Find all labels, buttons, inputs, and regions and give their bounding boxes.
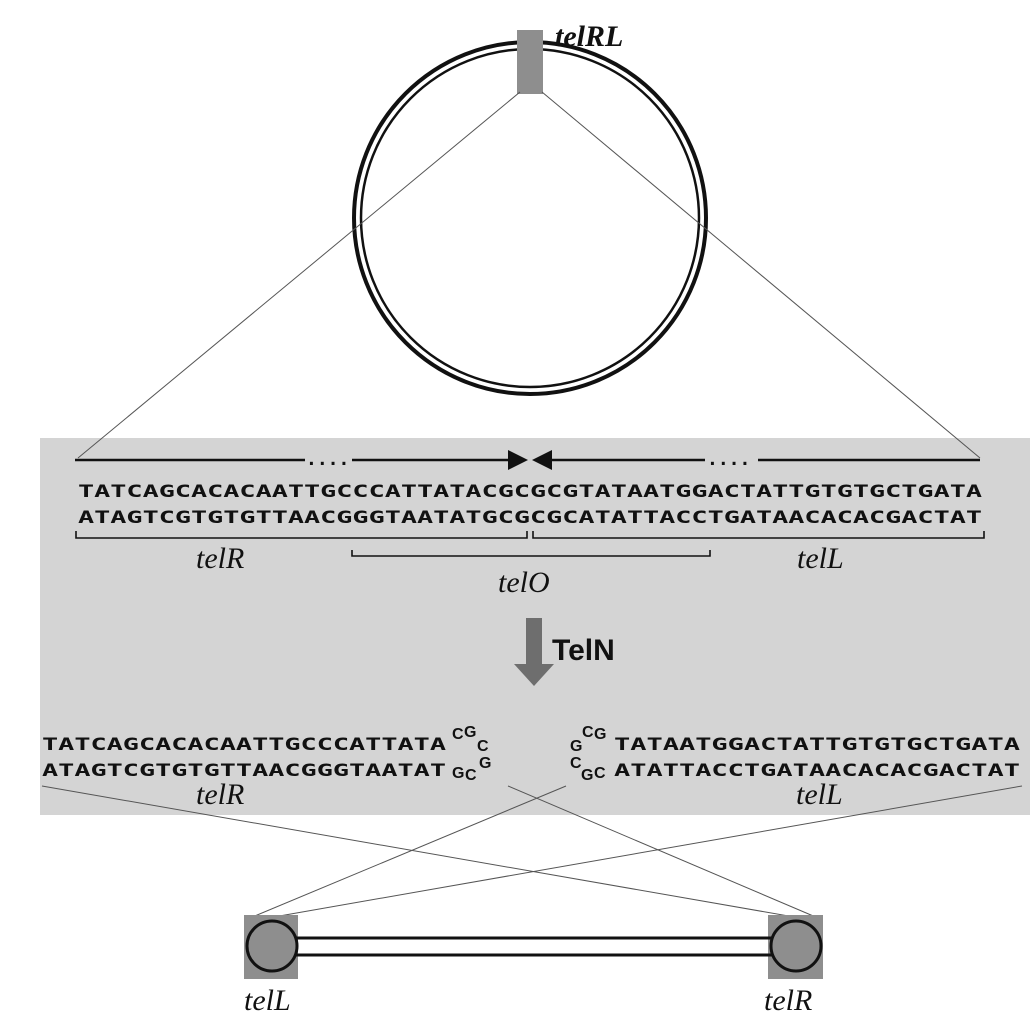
right-hairpin-6: C (594, 765, 606, 782)
left-hairpin-1: C (452, 726, 464, 743)
top-strand: TATCAGCACACAATTGCCCATTATACGCGCGTATAATGGA… (78, 482, 982, 501)
telRL-label: telRL (555, 20, 623, 53)
left-hairpin-4: G (479, 755, 491, 772)
product-telL-label: telL (796, 778, 843, 811)
right-hairpin-4: C (570, 755, 582, 772)
telL-bracket (532, 531, 985, 539)
left-product-bottom: ATAGTCGTGTGTTAACGGGTAATAT (42, 761, 446, 780)
right-hairpin-2: G (594, 726, 606, 743)
plasmid-inner-ring (359, 47, 701, 389)
zoom-line-right (541, 91, 981, 459)
telR-label: telR (196, 542, 244, 575)
telRL-site-block (517, 30, 543, 94)
left-hairpin-6: C (465, 767, 477, 784)
right-product-bottom: ATATTACCTGATAACACACGACTAT (614, 761, 1020, 780)
bottom-strand: ATAGTCGTGTGTTAACGGGTAATATGCGCGCATATTACCT… (78, 508, 982, 527)
reaction-arrow-shaft (526, 618, 542, 666)
right-product-top: TATAATGGACTATTGTGTGCTGATA (614, 735, 1020, 754)
left-product-top: TATCAGCACACAATTGCCCATTATA (42, 735, 446, 754)
telR-hairpin-end (769, 919, 823, 973)
right-hairpin-1: C (582, 724, 594, 741)
repeat-dots-left: .... (306, 449, 349, 470)
right-hairpin-3: G (570, 738, 582, 755)
plasmid-outer-ring (352, 40, 708, 396)
telO-bracket (351, 550, 711, 557)
reaction-arrow-head (514, 664, 554, 686)
linear-telL-label: telL (244, 984, 291, 1017)
map-line-telR-right (507, 785, 819, 919)
left-hairpin-3: C (477, 738, 489, 755)
map-line-telL-right (267, 785, 1023, 919)
repeat-dots-right: .... (707, 449, 750, 470)
telR-bracket (75, 531, 528, 539)
left-hairpin-5: G (452, 765, 464, 782)
linear-telR-label: telR (764, 984, 812, 1017)
telO-label: telO (498, 566, 550, 599)
arrowhead-right (508, 450, 528, 470)
product-telR-label: telR (196, 778, 244, 811)
map-line-telR-left (41, 785, 801, 919)
left-hairpin-2: G (464, 724, 476, 741)
zoom-line-left (77, 91, 521, 459)
right-hairpin-5: G (581, 767, 593, 784)
enzyme-label: TelN (552, 634, 615, 667)
map-line-telL-left (249, 785, 567, 919)
arrowhead-left (532, 450, 552, 470)
telL-label: telL (797, 542, 844, 575)
telL-hairpin-end (245, 919, 299, 973)
